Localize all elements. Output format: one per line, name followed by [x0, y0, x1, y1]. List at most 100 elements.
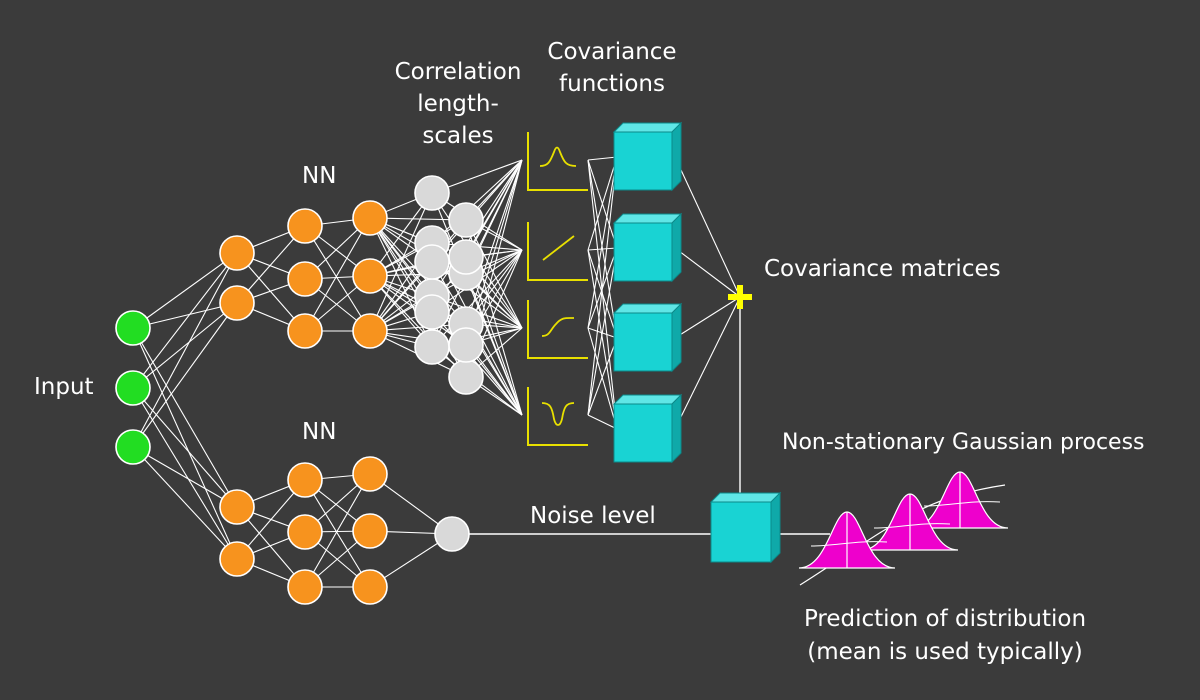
- plus-vertical: [737, 285, 743, 309]
- network-edge: [431, 261, 523, 329]
- gaussian-distribution-icon: [861, 493, 959, 551]
- network-edge: [132, 302, 238, 389]
- hidden-node: [287, 569, 323, 605]
- kernel-curve: [539, 146, 577, 167]
- matrix-to-sum-edge: [674, 296, 741, 339]
- hidden-node: [352, 313, 388, 349]
- prediction-label-line1: Prediction of distribution: [803, 606, 1087, 632]
- nn-top-label: NN: [302, 163, 337, 189]
- correlation-label-line1: Correlation: [394, 59, 522, 85]
- network-edge: [587, 249, 618, 430]
- hidden-node: [219, 489, 255, 525]
- cube-top: [612, 303, 683, 314]
- hidden-node: [352, 569, 388, 605]
- network-edge: [587, 247, 618, 251]
- distribution-slice-line: [873, 523, 951, 529]
- network-edge: [587, 156, 618, 416]
- hidden-node: [219, 235, 255, 271]
- network-edge: [587, 156, 618, 329]
- length-scale-node: [414, 329, 450, 365]
- hidden-node: [219, 541, 255, 577]
- network-edge: [431, 159, 523, 244]
- prediction-label-line2: (mean is used typically): [807, 639, 1083, 665]
- icons-layer: [527, 121, 1009, 586]
- noise-output-node: [434, 516, 470, 552]
- network-edge: [304, 473, 371, 588]
- network-edge: [587, 414, 618, 430]
- input-node: [115, 370, 151, 406]
- kernel-curve: [542, 235, 575, 261]
- network-edge: [132, 302, 238, 448]
- network-edge: [132, 446, 238, 508]
- network-edge: [431, 249, 523, 348]
- length-scale-node: [448, 239, 484, 275]
- covariance-matrices-label: Covariance matrices: [764, 256, 1001, 282]
- kernel-curve: [541, 317, 575, 337]
- correlation-label-line3: scales: [422, 123, 494, 149]
- plus-icon: [728, 285, 752, 309]
- hidden-node: [287, 313, 323, 349]
- cube-side: [671, 121, 682, 192]
- network-edge: [132, 327, 238, 508]
- length-scale-node: [448, 202, 484, 238]
- noise-level-label: Noise level: [530, 503, 656, 529]
- nn-bottom-label: NN: [302, 419, 337, 445]
- linear-kernel-icon: [527, 222, 588, 281]
- cube-front: [613, 312, 673, 372]
- network-edge: [132, 446, 238, 560]
- network-edge: [304, 225, 371, 332]
- network-edge: [304, 479, 371, 588]
- cube-side: [671, 393, 682, 464]
- hidden-node: [287, 514, 323, 550]
- length-scale-node: [448, 359, 484, 395]
- network-edge: [587, 247, 618, 416]
- network-edge: [132, 327, 238, 560]
- gaussian-kernel-icon: [527, 132, 588, 191]
- inverted-gaussian-kernel-icon: [527, 387, 588, 446]
- network-edge: [587, 327, 618, 430]
- hidden-node: [352, 258, 388, 294]
- hidden-node: [352, 456, 388, 492]
- gaussian-distribution-icon: [911, 471, 1009, 529]
- network-edge: [369, 192, 433, 332]
- network-edge: [132, 387, 238, 508]
- cube-top: [612, 394, 683, 405]
- matrix-to-sum-edge: [674, 247, 741, 298]
- cube-front: [613, 222, 673, 282]
- hidden-node: [219, 285, 255, 321]
- network-edge: [132, 302, 238, 329]
- noise-matrix-cube: [709, 491, 782, 564]
- length-scale-node: [448, 327, 484, 363]
- network-edge: [587, 337, 618, 416]
- cube-side: [671, 212, 682, 283]
- cube-top: [612, 213, 683, 224]
- cube-top: [709, 492, 782, 503]
- network-edge: [587, 156, 618, 161]
- correlation-label-line2: length-: [417, 91, 499, 117]
- sigmoid-kernel-icon: [527, 300, 588, 359]
- distribution-slice-line: [810, 541, 888, 547]
- network-edge: [132, 387, 238, 560]
- covariance-matrix-cube: [612, 121, 683, 192]
- nodes-layer: [115, 175, 484, 605]
- hidden-node: [287, 462, 323, 498]
- length-scale-node: [414, 294, 450, 330]
- input-node: [115, 429, 151, 465]
- cube-side: [770, 491, 781, 564]
- covariance-functions-label-line1: Covariance: [547, 39, 677, 65]
- network-edge: [465, 159, 523, 258]
- cube-front: [710, 501, 772, 563]
- hidden-node: [352, 513, 388, 549]
- kernel-axes: [527, 387, 588, 446]
- distribution-slice-line: [923, 501, 1001, 507]
- network-edge: [132, 252, 238, 448]
- cube-front: [613, 403, 673, 463]
- network-edge: [132, 252, 238, 329]
- cube-front: [613, 131, 673, 191]
- matrix-to-sum-edge: [674, 296, 741, 430]
- length-scale-node: [414, 175, 450, 211]
- covariance-matrix-cube: [612, 212, 683, 283]
- kernel-curve: [541, 402, 575, 426]
